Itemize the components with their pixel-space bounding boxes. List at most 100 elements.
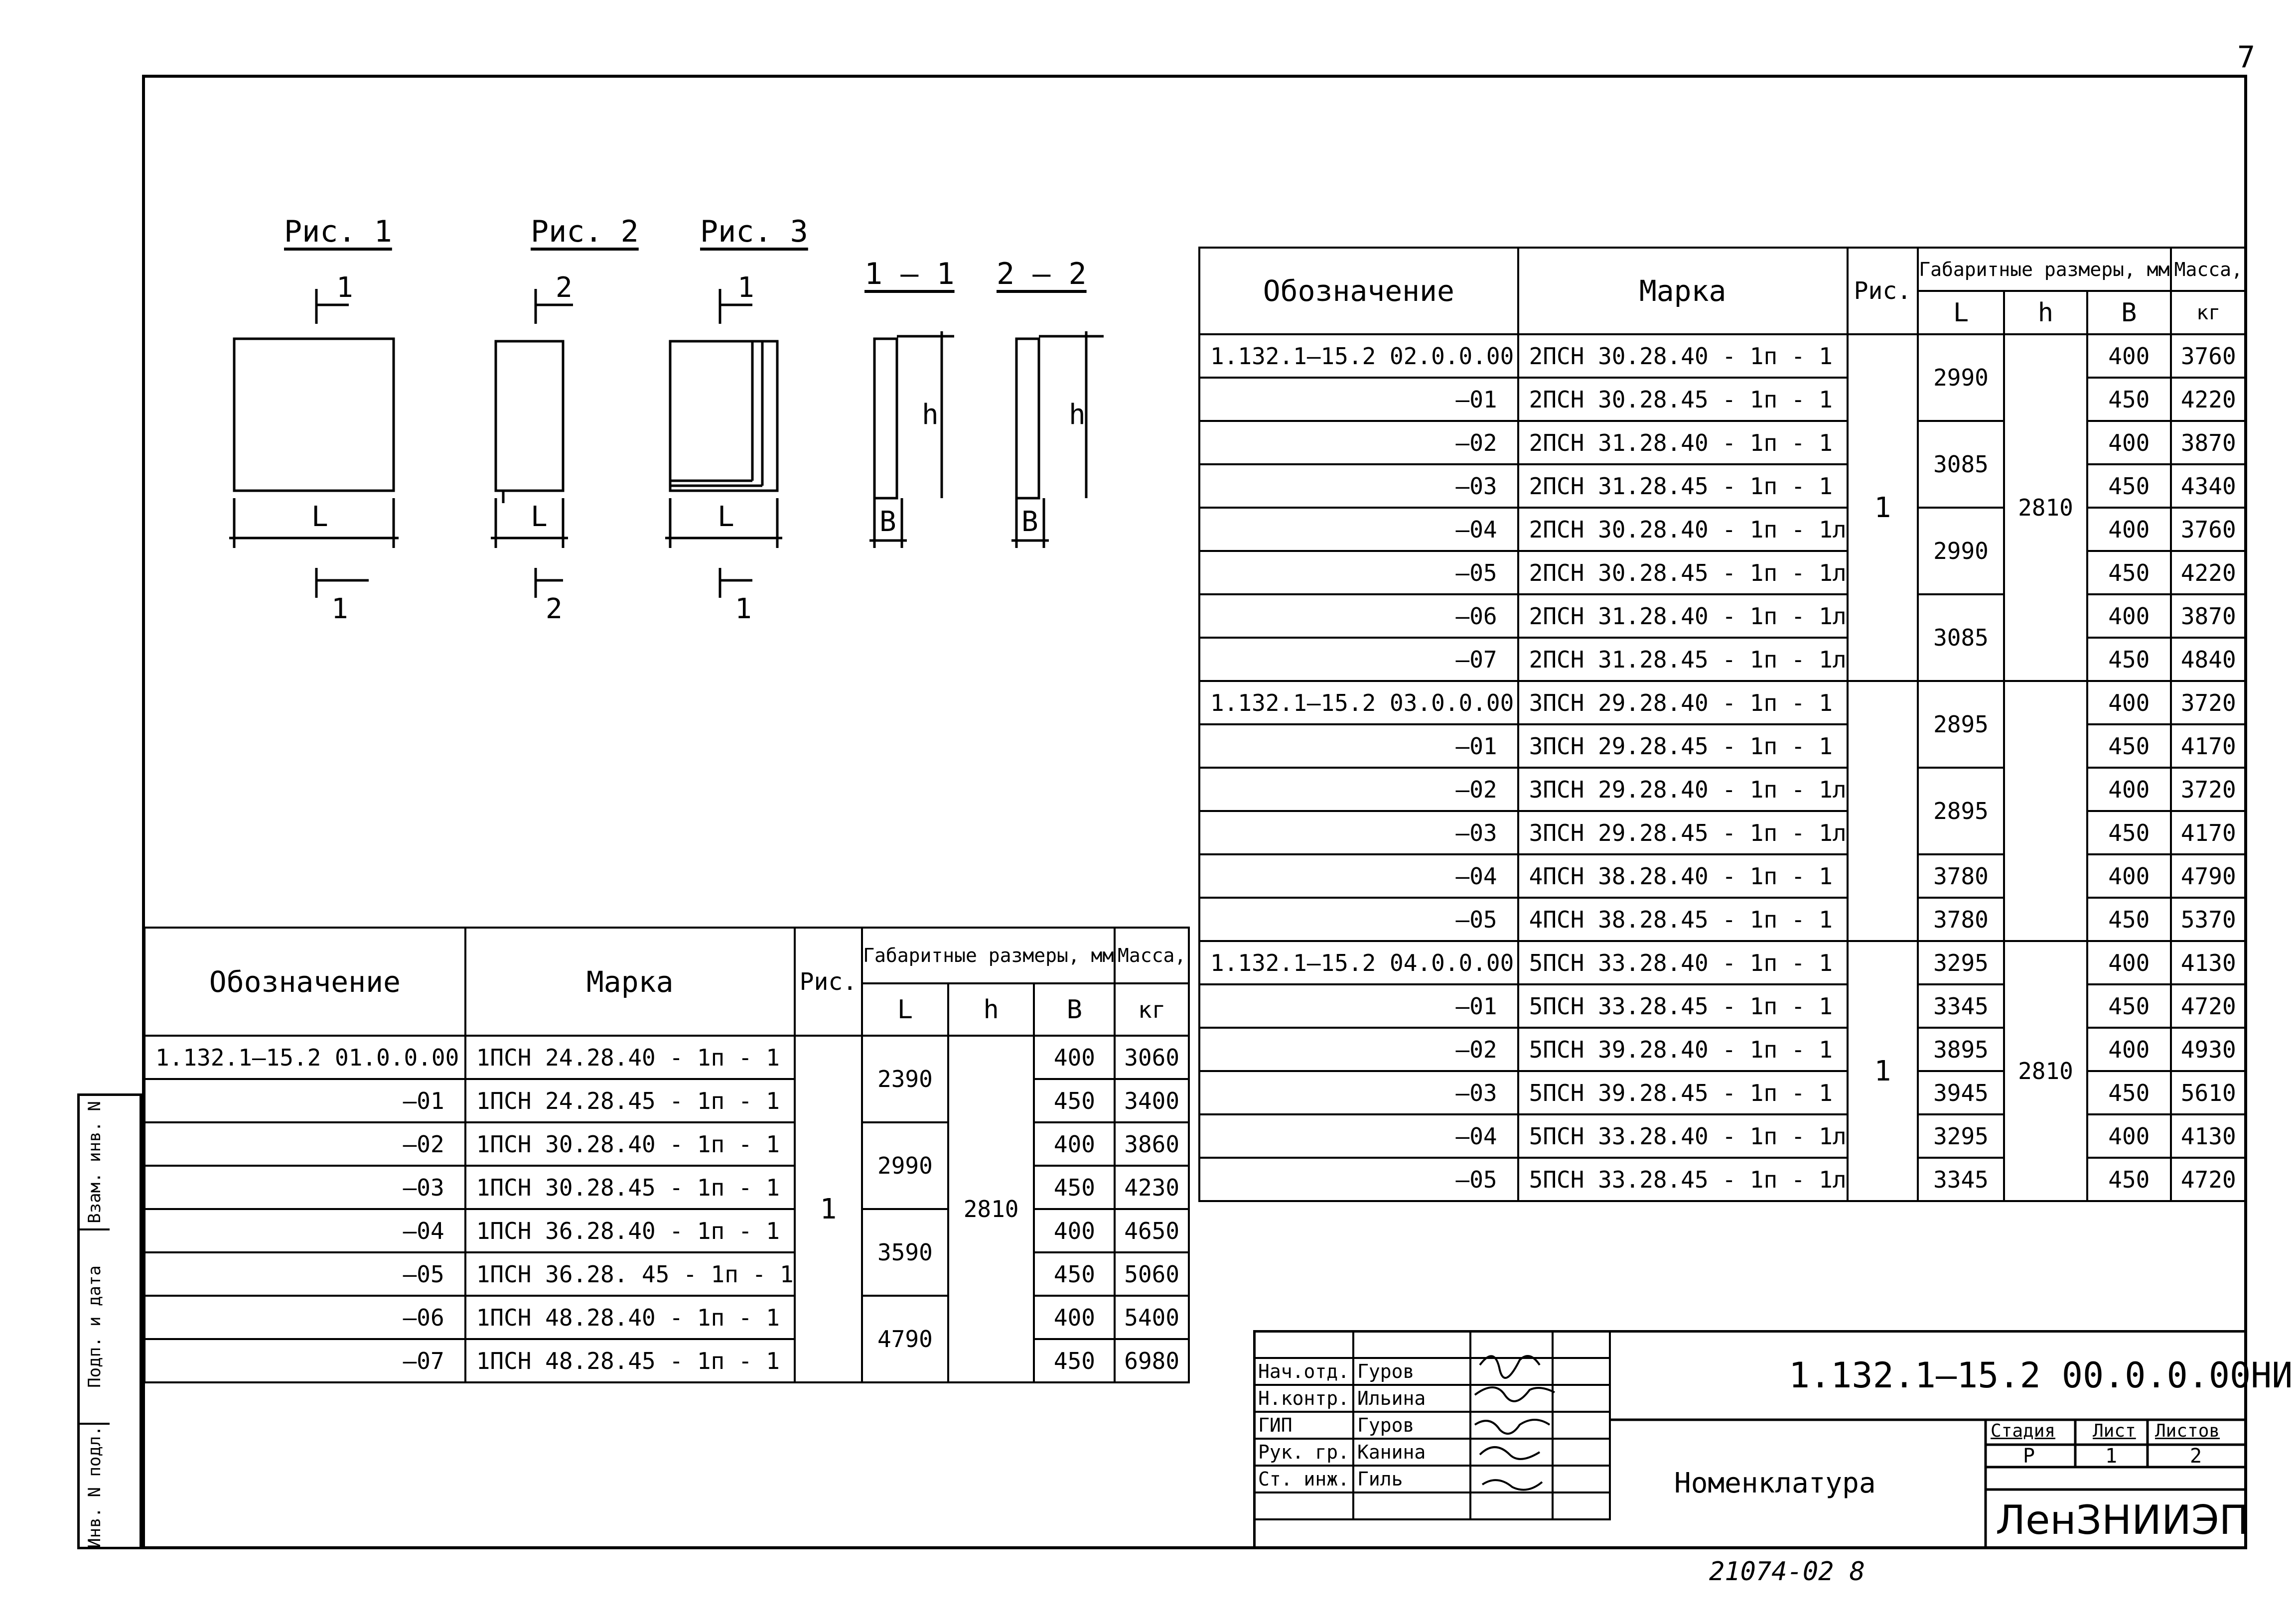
right-spec-table: Обозначение Марка Рис. Габаритные размер…	[1198, 247, 2248, 1202]
page-number: 7	[2237, 40, 2256, 75]
hdr-L: L	[1917, 290, 2005, 335]
role-engineer: Ст. инж.	[1253, 1465, 1355, 1493]
sheets-label: Листов	[2155, 1421, 2220, 1441]
role-group-lead: Рук. гр.	[1253, 1438, 1355, 1467]
fig1-cut-top: 1	[336, 271, 353, 304]
hdr-L: L	[861, 982, 949, 1037]
left-h-value: 2810	[947, 1035, 1035, 1383]
table-row: –02	[1198, 767, 1519, 812]
section1-dim-h: h	[922, 399, 939, 431]
stage-value: Р	[2023, 1445, 2035, 1468]
table-row: –03	[1198, 810, 1519, 855]
fig2-panel	[494, 340, 565, 492]
table-row: –07	[1198, 637, 1519, 682]
fig1-cut-bottom: 1	[331, 593, 348, 625]
fig3-panel	[669, 340, 779, 492]
fig3-title: Рис. 3	[700, 214, 808, 249]
section2-dim-b: B	[1021, 506, 1038, 538]
figures-drawing	[229, 289, 1104, 598]
hdr-designation: Обозначение	[1198, 247, 1519, 335]
section1-title: 1 – 1	[864, 257, 955, 291]
table-row: –01	[1198, 723, 1519, 769]
fig2-dim-L: L	[531, 501, 548, 533]
role-head: Нач.отд.	[1253, 1357, 1355, 1386]
fig2-cut-top: 2	[556, 271, 573, 304]
left-spec-table: Обозначение Марка Рис. Габаритные размер…	[144, 927, 1190, 1383]
table-row: –05	[144, 1251, 466, 1297]
fig2-title: Рис. 2	[531, 214, 639, 249]
side-cell-inv: Инв. N подл.	[85, 1426, 105, 1548]
table-row: –01	[1198, 983, 1519, 1029]
doc-title: Номенклатура	[1674, 1467, 1876, 1499]
table-row: 1.132.1–15.2 02.0.0.00	[1198, 333, 1519, 379]
fig3-cut-top: 1	[737, 271, 754, 304]
signature	[1469, 1384, 1554, 1413]
section1-dim-b: B	[879, 506, 896, 538]
side-stamp: Взам. инв. N Подп. и дата Инв. N подл.	[77, 1093, 142, 1549]
right-h-value-b: 2810	[2003, 940, 2089, 1202]
table-row: –02	[1198, 1027, 1519, 1072]
fig2-cut-bottom: 2	[546, 593, 563, 625]
hdr-mass-unit: кг	[1114, 982, 1190, 1037]
table-row: –02	[1198, 420, 1519, 465]
right-fig-value-a: 1	[1846, 333, 1919, 682]
hdr-dims: Габаритные размеры, мм	[861, 927, 1116, 984]
sheets-value: 2	[2190, 1445, 2202, 1468]
hdr-h: h	[2003, 290, 2089, 335]
hdr-mass: Масса,	[2169, 247, 2248, 292]
table-row: –04	[1198, 507, 1519, 552]
section2-profile	[1015, 337, 1040, 500]
sheet-label: Лист	[2093, 1421, 2136, 1441]
section2-dim-h: h	[1069, 399, 1086, 431]
section2-title: 2 – 2	[997, 257, 1087, 291]
hdr-designation: Обозначение	[144, 927, 466, 1037]
hdr-mark: Марка	[464, 927, 796, 1037]
hdr-h: h	[947, 982, 1035, 1037]
table-row: –03	[1198, 1070, 1519, 1115]
fig3-dim-L: L	[718, 501, 734, 533]
table-row: –06	[1198, 593, 1519, 639]
right-h-value-a: 2810	[2003, 333, 2089, 682]
table-row: –01	[1198, 377, 1519, 422]
table-row: 1.132.1–15.2 04.0.0.00	[1198, 940, 1519, 985]
left-fig-value: 1	[793, 1035, 863, 1383]
table-row: –04	[1198, 1113, 1519, 1159]
fig3-cut-bottom: 1	[735, 593, 752, 625]
table-row: –03	[144, 1165, 466, 1210]
table-row: –04	[1198, 853, 1519, 899]
stage-label: Стадия	[1991, 1421, 2056, 1441]
hdr-fig: Рис.	[1846, 247, 1919, 335]
table-row: –05	[1198, 550, 1519, 595]
org-logo: ЛенЗНИИЭП	[1996, 1497, 2249, 1543]
signature	[1469, 1357, 1554, 1386]
signature	[1469, 1411, 1554, 1440]
table-row: –07	[144, 1338, 466, 1383]
table-row: –05	[1198, 897, 1519, 942]
hdr-mass-unit: кг	[2169, 290, 2248, 335]
signature	[1469, 1438, 1554, 1467]
hdr-fig: Рис.	[793, 927, 863, 1037]
section1-profile	[873, 337, 898, 500]
table-row: –02	[144, 1121, 466, 1167]
hdr-B: B	[2086, 290, 2172, 335]
table-row: –03	[1198, 463, 1519, 509]
table-row: –04	[144, 1208, 466, 1253]
table-row: –01	[144, 1078, 466, 1123]
fig1-dim-L: L	[311, 501, 328, 533]
archive-number: 21074-02 8	[1709, 1557, 1866, 1587]
doc-code: 1.132.1–15.2 00.0.0.00НИ	[1789, 1355, 2293, 1396]
hdr-B: B	[1033, 982, 1116, 1037]
fig1-title: Рис. 1	[284, 214, 392, 249]
table-row: –06	[144, 1295, 466, 1340]
role-control: Н.контр.	[1253, 1384, 1355, 1413]
signature	[1469, 1465, 1554, 1493]
table-row: –05	[1198, 1157, 1519, 1202]
hdr-mass: Масса,	[1114, 927, 1190, 984]
sheet-value: 1	[2105, 1445, 2118, 1468]
table-row: 1.132.1–15.2 03.0.0.00	[1198, 680, 1519, 725]
fig1-panel	[233, 337, 395, 492]
side-cell-sign: Подп. и дата	[80, 1230, 110, 1425]
side-cell-replace: Взам. инв. N	[80, 1096, 110, 1230]
right-fig-value-b: 1	[1846, 940, 1919, 1202]
